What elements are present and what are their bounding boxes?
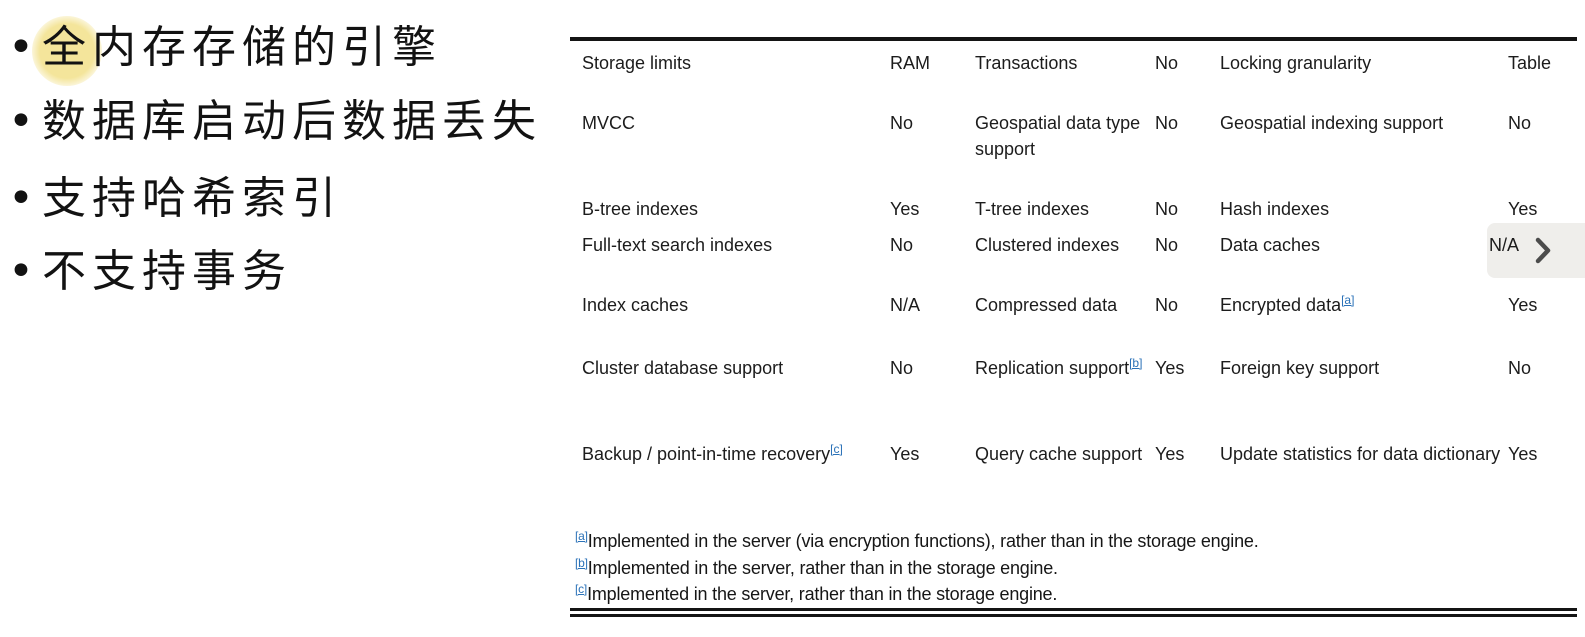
value-cell: Yes	[1155, 358, 1185, 378]
bullet-item: •支持哈希索引	[8, 173, 342, 225]
feature-cell: T-tree indexes	[975, 199, 1090, 219]
footnote-ref-link[interactable]: [b]	[1129, 356, 1143, 370]
chevron-right-icon	[1535, 237, 1551, 264]
bullet-text: 不支持事务	[41, 246, 292, 297]
value-cell: No	[1155, 235, 1179, 255]
bullet-dot-icon: •	[8, 22, 34, 73]
feature-cell: Hash indexes	[1220, 199, 1330, 219]
bullet-item: •全内存存储的引擎	[8, 22, 442, 74]
highlight-circle	[32, 16, 102, 86]
value-cell: No	[1508, 113, 1532, 133]
footnote-ref-link[interactable]: [a]	[1341, 293, 1355, 307]
value-cell: No	[1155, 199, 1179, 219]
bullet-dot-icon: •	[8, 96, 34, 147]
feature-cell: Clustered indexes	[975, 235, 1120, 255]
value-cell: Yes	[1508, 444, 1538, 464]
footnote-ref-link[interactable]: [c]	[830, 442, 843, 456]
value-cell: No	[1508, 358, 1532, 378]
value-cell: No	[1155, 295, 1179, 315]
value-cell: Yes	[1508, 199, 1538, 219]
feature-cell: Cluster database support	[582, 358, 784, 378]
feature-cell: Full-text search indexes	[582, 235, 773, 255]
table-top-border	[570, 37, 1577, 41]
feature-cell: Locking granularity	[1220, 53, 1372, 73]
footnote-text: Implemented in the server, rather than i…	[587, 584, 1058, 604]
feature-cell: Index caches	[582, 295, 689, 315]
footnote-text: Implemented in the server (via encryptio…	[587, 531, 1259, 551]
feature-cell: Storage limits	[582, 53, 692, 73]
feature-cell: MVCC	[582, 113, 635, 133]
feature-cell: Geospatial data type support	[975, 113, 1141, 159]
value-cell: Table	[1508, 53, 1552, 73]
bullet-text: 支持哈希索引	[41, 173, 342, 224]
value-cell: No	[890, 235, 914, 255]
bullet-text: 数据库启动后数据丢失	[41, 96, 542, 147]
value-cell: No	[1155, 53, 1179, 73]
footnote-marker-link[interactable]: [c]	[575, 582, 588, 596]
feature-cell: Transactions	[975, 53, 1078, 73]
footnote-marker-link[interactable]: [b]	[575, 556, 588, 570]
bullet-text: 全内存存储的引擎	[41, 22, 442, 73]
feature-cell: Foreign key support	[1220, 358, 1380, 378]
value-cell: Yes	[1155, 444, 1185, 464]
value-cell: N/A	[1489, 235, 1520, 255]
value-cell: No	[890, 358, 914, 378]
footnote: [c]Implemented in the server, rather tha…	[575, 582, 1057, 606]
value-cell: No	[890, 113, 914, 133]
scroll-next-button[interactable]	[1487, 223, 1585, 278]
bullet-dot-icon: •	[8, 173, 34, 224]
footnote-text: Implemented in the server, rather than i…	[587, 558, 1058, 578]
feature-cell: Encrypted data[a]	[1220, 293, 1355, 315]
feature-cell: Geospatial indexing support	[1220, 113, 1444, 133]
table-bottom-border	[570, 608, 1577, 617]
footnote: [a]Implemented in the server (via encryp…	[575, 529, 1259, 553]
value-cell: Yes	[890, 444, 920, 464]
value-cell: RAM	[890, 53, 930, 73]
feature-cell: Query cache support	[975, 444, 1143, 464]
value-cell: Yes	[1508, 295, 1538, 315]
feature-cell: Data caches	[1220, 235, 1321, 255]
bullet-item: •数据库启动后数据丢失	[8, 96, 542, 148]
feature-table: Storage limits RAM Transactions No Locki…	[570, 37, 1585, 637]
footnote-marker-link[interactable]: [a]	[575, 529, 588, 543]
feature-cell: Backup / point-in-time recovery[c]	[582, 442, 843, 464]
notes-panel: •全内存存储的引擎 •数据库启动后数据丢失 •支持哈希索引 •不支持事务	[0, 0, 560, 320]
feature-cell: Compressed data	[975, 295, 1118, 315]
value-cell: N/A	[890, 295, 921, 315]
value-cell: Yes	[890, 199, 920, 219]
value-cell: No	[1155, 113, 1179, 133]
feature-cell: Replication support[b]	[975, 356, 1143, 378]
feature-cell: B-tree indexes	[582, 199, 699, 219]
bullet-dot-icon: •	[8, 246, 34, 297]
bullet-item: •不支持事务	[8, 246, 292, 298]
feature-cell: Update statistics for data dictionary	[1220, 444, 1501, 464]
footnote: [b]Implemented in the server, rather tha…	[575, 556, 1058, 580]
